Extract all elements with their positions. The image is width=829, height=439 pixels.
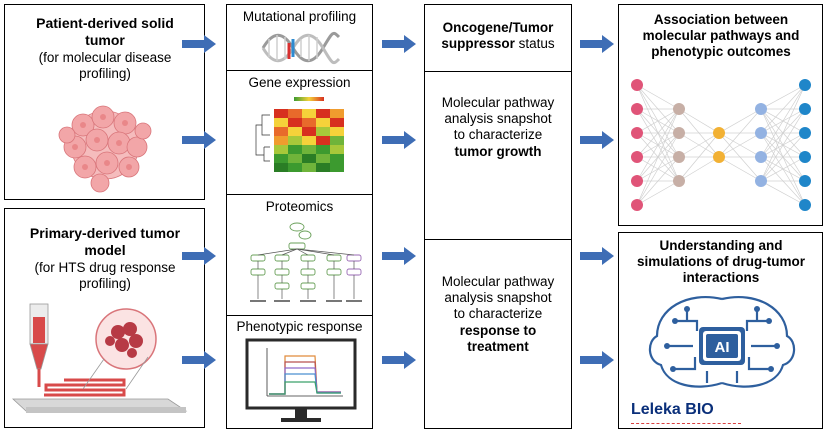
network-edge [636, 108, 680, 182]
network-edge [718, 108, 762, 158]
association-title: Association between molecular pathways a… [642, 12, 800, 60]
patient-tumor-title: Patient-derived solid tumor [36, 15, 174, 48]
bioprinter-illustration [11, 303, 188, 413]
flow-arrow [580, 247, 614, 265]
ai-circuit-illustration: AI [648, 296, 796, 388]
network-edge [678, 108, 720, 134]
leleka-bio-logo: Leleka BIO [631, 401, 714, 418]
patient-tumor-subtitle: (for molecular disease profiling) [38, 50, 172, 82]
network-edge [760, 132, 806, 182]
flow-arrow [382, 351, 416, 369]
mutational-profiling-panel: Mutational profiling [226, 4, 373, 71]
simulation-box: Understanding and simulations of drug-tu… [618, 232, 823, 429]
patient-tumor-box: Patient-derived solid tumor (for molecul… [4, 4, 205, 200]
phenotypic-response-panel: Phenotypic response [226, 315, 373, 429]
network-node [631, 103, 643, 115]
tumor-illustration [58, 105, 152, 193]
network-node [755, 103, 767, 115]
simulation-title: Understanding and simulations of drug-tu… [637, 238, 805, 286]
network-node [673, 103, 685, 115]
tumor-growth-analysis-box: Molecular pathway analysis snapshot to c… [424, 71, 572, 240]
network-edge [718, 132, 762, 158]
monitor-icon [245, 338, 357, 422]
network-edge [636, 84, 680, 110]
network-node [631, 151, 643, 163]
flow-arrow [580, 351, 614, 369]
phenotypic-response-title: Phenotypic response [236, 319, 363, 334]
network-node [673, 151, 685, 163]
ai-chip-label: AI [715, 339, 730, 356]
network-edge [636, 108, 680, 134]
network-node [799, 127, 811, 139]
neural-network-diagram [631, 79, 811, 211]
oncogene-status-box: Oncogene/Tumor suppressor status [424, 4, 572, 72]
network-edge [636, 108, 680, 158]
network-node [755, 175, 767, 187]
network-node [713, 151, 725, 163]
flow-arrow [580, 131, 614, 149]
proteomics-panel: Proteomics [226, 194, 373, 316]
network-edge [760, 156, 806, 182]
mutational-profiling-title: Mutational profiling [242, 9, 357, 24]
gene-expression-panel: Gene expression [226, 70, 373, 195]
tumor-growth-analysis-text: Molecular pathway analysis snapshot to c… [441, 95, 555, 159]
network-node [799, 79, 811, 91]
pathway-diagram [250, 222, 362, 302]
network-node [713, 127, 725, 139]
network-node [673, 127, 685, 139]
network-edge [760, 84, 806, 134]
network-node [673, 175, 685, 187]
network-edge [636, 132, 680, 206]
network-node [755, 127, 767, 139]
network-node [799, 199, 811, 211]
network-node [799, 175, 811, 187]
gene-expression-title: Gene expression [248, 75, 351, 90]
network-edge [760, 84, 806, 158]
treatment-response-analysis-box: Molecular pathway analysis snapshot to c… [424, 239, 572, 429]
primary-model-title: Primary-derived tumor model [29, 225, 181, 258]
network-edge [718, 156, 762, 182]
flow-arrow [382, 35, 416, 53]
flow-arrow [382, 131, 416, 149]
network-edge [678, 156, 720, 182]
network-node [631, 199, 643, 211]
network-edge [636, 156, 680, 206]
flow-arrow [580, 35, 614, 53]
network-edge [718, 108, 762, 134]
network-edge [760, 180, 806, 206]
association-box: Association between molecular pathways a… [618, 4, 823, 226]
primary-model-box: Primary-derived tumor model (for HTS dru… [4, 208, 205, 428]
network-node [631, 127, 643, 139]
network-edge [678, 132, 720, 158]
proteomics-title: Proteomics [265, 199, 334, 214]
network-edge [760, 84, 806, 110]
heatmap-illustration [255, 97, 344, 172]
flow-arrow [382, 247, 416, 265]
network-node [755, 151, 767, 163]
network-edge [636, 108, 680, 206]
network-edge [760, 84, 806, 182]
network-node [631, 79, 643, 91]
treatment-response-analysis-text: Molecular pathway analysis snapshot to c… [441, 274, 555, 354]
oncogene-status-text: Oncogene/Tumor suppressor status [441, 20, 555, 52]
network-node [799, 151, 811, 163]
network-edge [678, 132, 720, 182]
dna-helix-icon [261, 31, 341, 65]
primary-model-subtitle: (for HTS drug response profiling) [34, 260, 176, 292]
network-edge [760, 108, 806, 182]
network-edge [636, 180, 680, 206]
logo-underline [631, 421, 741, 424]
network-node [631, 175, 643, 187]
network-node [799, 103, 811, 115]
